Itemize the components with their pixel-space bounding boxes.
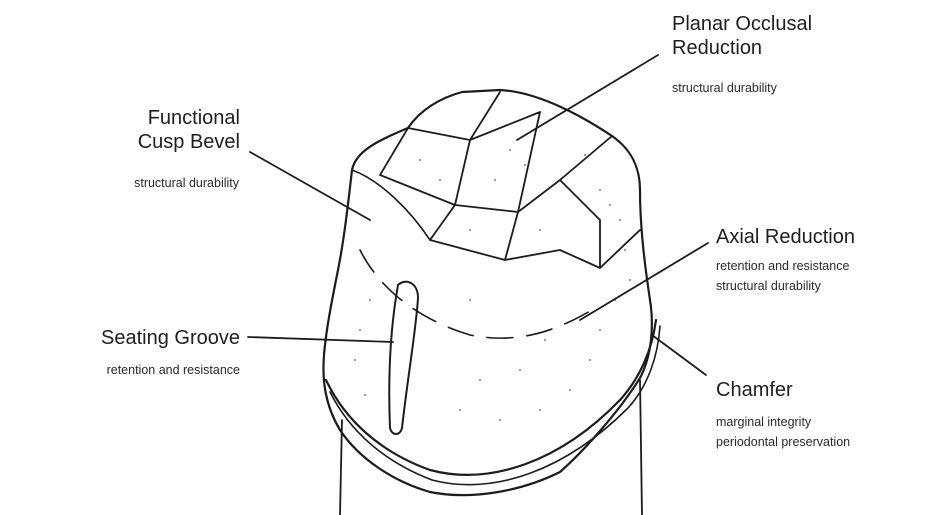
chamfer-purpose-2: periodontal preservation [716, 434, 850, 451]
planar-occlusal-title-line2: Reduction [672, 36, 812, 60]
seating-groove-purpose: retention and resistance [107, 362, 240, 379]
seating-groove-title: Seating Groove [101, 326, 240, 350]
axial-reduction-purpose-1: retention and resistance [716, 258, 849, 275]
seating-groove [389, 282, 418, 434]
chamfer-title: Chamfer [716, 378, 793, 402]
planar-occlusal-title-line1: Planar Occlusal [672, 12, 812, 36]
leader-functional-cusp [250, 152, 370, 220]
functional-cusp-purpose: structural durability [134, 175, 239, 192]
planar-occlusal-title: Planar Occlusal Reduction [672, 12, 812, 60]
functional-cusp-title-line2: Cusp Bevel [138, 130, 240, 154]
axial-reduction-title: Axial Reduction [716, 225, 855, 249]
crown-outline [323, 90, 651, 495]
chamfer-margin [326, 320, 656, 475]
leader-chamfer [652, 335, 706, 375]
functional-cusp-title-line1: Functional [138, 106, 240, 130]
planar-occlusal-purpose: structural durability [672, 80, 777, 97]
cusp-bevel-edge [352, 170, 430, 240]
axial-reduction-purpose-2: structural durability [716, 278, 821, 295]
shading-stipple [354, 149, 631, 421]
functional-cusp-title: Functional Cusp Bevel [138, 106, 240, 154]
occlusal-facets [380, 92, 640, 268]
chamfer-purpose-1: marginal integrity [716, 414, 811, 431]
leader-seating-groove [248, 337, 393, 342]
